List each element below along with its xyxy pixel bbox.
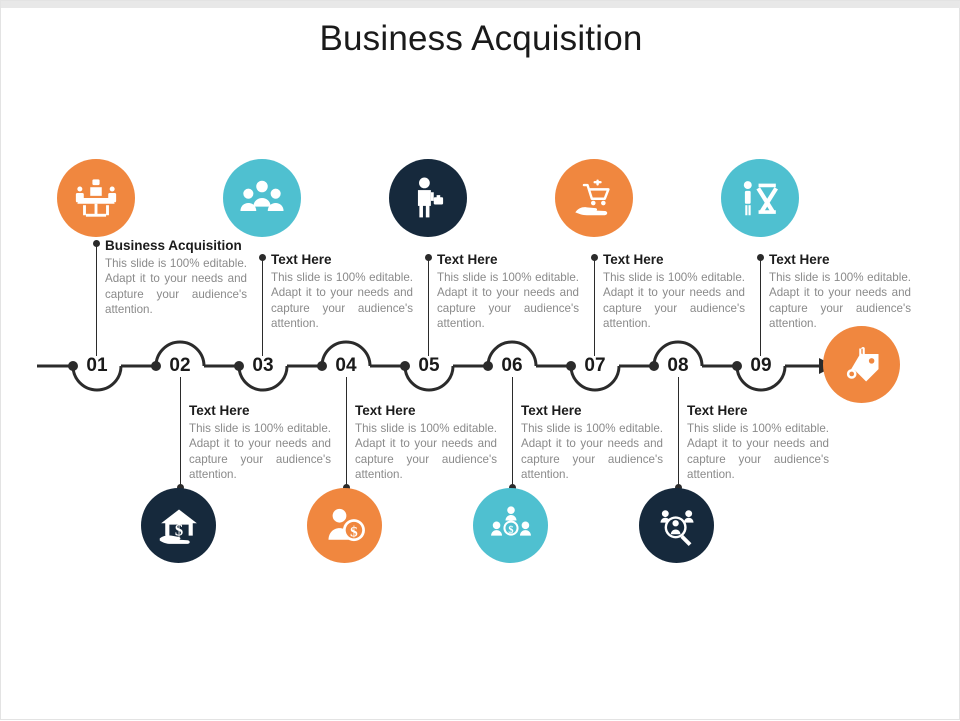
top-icon-circle-3[interactable] xyxy=(389,159,467,237)
top-connector-dot-2 xyxy=(259,254,266,261)
meeting-table-icon xyxy=(73,175,119,221)
top-body-3: This slide is 100% editable. Adapt it to… xyxy=(437,270,579,331)
svg-text:$: $ xyxy=(174,520,182,539)
top-body-1: This slide is 100% editable. Adapt it to… xyxy=(105,256,247,317)
top-text-block-5: Text Here This slide is 100% editable. A… xyxy=(769,252,911,332)
svg-text:$: $ xyxy=(508,524,513,535)
timeline-number-08: 08 xyxy=(667,355,689,376)
top-heading-4: Text Here xyxy=(603,252,664,267)
top-connector-dot-3 xyxy=(425,254,432,261)
bottom-body-3: This slide is 100% editable. Adapt it to… xyxy=(521,421,663,482)
bottom-icon-circle-1[interactable]: $ xyxy=(141,488,216,563)
timeline-number-05: 05 xyxy=(418,355,440,376)
top-band xyxy=(1,1,960,8)
top-connector-3 xyxy=(428,257,430,356)
bottom-connector-dot-3 xyxy=(509,484,516,491)
bottom-heading-4: Text Here xyxy=(687,403,748,418)
top-body-4: This slide is 100% editable. Adapt it to… xyxy=(603,270,745,331)
top-connector-4 xyxy=(594,257,596,356)
bottom-heading-2: Text Here xyxy=(355,403,416,418)
top-body-2: This slide is 100% editable. Adapt it to… xyxy=(271,270,413,331)
bottom-connector-dot-2 xyxy=(343,484,350,491)
bottom-connector-dot-4 xyxy=(675,484,682,491)
timeline-number-09: 09 xyxy=(750,355,772,376)
timeline-number-01: 01 xyxy=(86,355,108,376)
top-body-5: This slide is 100% editable. Adapt it to… xyxy=(769,270,911,331)
team-dollar-hierarchy-icon: $ xyxy=(489,504,533,548)
bottom-connector-2 xyxy=(346,377,348,487)
top-heading-1: Business Acquisition xyxy=(105,238,242,253)
top-heading-5: Text Here xyxy=(769,252,830,267)
top-text-block-3: Text Here This slide is 100% editable. A… xyxy=(437,252,579,332)
top-connector-dot-5 xyxy=(757,254,764,261)
bottom-body-4: This slide is 100% editable. Adapt it to… xyxy=(687,421,829,482)
bottom-icon-circle-3[interactable]: $ xyxy=(473,488,548,563)
group-people-icon xyxy=(239,175,285,221)
bottom-heading-3: Text Here xyxy=(521,403,582,418)
bottom-icon-circle-2[interactable]: $ xyxy=(307,488,382,563)
person-dollar-coin-icon: $ xyxy=(323,504,367,548)
svg-text:$: $ xyxy=(350,524,358,540)
top-connector-5 xyxy=(760,257,762,356)
top-icon-circle-4[interactable] xyxy=(555,159,633,237)
top-connector-1 xyxy=(96,243,98,356)
timeline-number-02: 02 xyxy=(169,355,191,376)
timeline-number-03: 03 xyxy=(252,355,274,376)
top-heading-2: Text Here xyxy=(271,252,332,267)
price-tag-icon xyxy=(840,343,884,387)
person-scissors-icon xyxy=(737,175,783,221)
top-heading-3: Text Here xyxy=(437,252,498,267)
top-icon-circle-2[interactable] xyxy=(223,159,301,237)
top-icon-circle-1[interactable] xyxy=(57,159,135,237)
bottom-text-block-1: Text Here This slide is 100% editable. A… xyxy=(189,403,331,483)
top-connector-dot-1 xyxy=(93,240,100,247)
bottom-connector-4 xyxy=(678,377,680,487)
top-icon-circle-5[interactable] xyxy=(721,159,799,237)
magnifier-people-search-icon xyxy=(655,504,699,548)
top-text-block-4: Text Here This slide is 100% editable. A… xyxy=(603,252,745,332)
bottom-body-2: This slide is 100% editable. Adapt it to… xyxy=(355,421,497,482)
timeline-number-04: 04 xyxy=(335,355,357,376)
top-text-block-1: Business Acquisition This slide is 100% … xyxy=(105,238,247,318)
bottom-text-block-3: Text Here This slide is 100% editable. A… xyxy=(521,403,663,483)
bottom-connector-3 xyxy=(512,377,514,487)
hand-shopping-cart-icon xyxy=(571,175,617,221)
top-connector-dot-4 xyxy=(591,254,598,261)
bottom-text-block-4: Text Here This slide is 100% editable. A… xyxy=(687,403,829,483)
bottom-connector-dot-1 xyxy=(177,484,184,491)
timeline-number-07: 07 xyxy=(584,355,606,376)
bottom-heading-1: Text Here xyxy=(189,403,250,418)
bottom-connector-1 xyxy=(180,377,182,487)
bottom-icon-circle-4[interactable] xyxy=(639,488,714,563)
timeline-end-marker[interactable] xyxy=(823,326,900,403)
timeline-path xyxy=(37,340,835,392)
bottom-text-block-2: Text Here This slide is 100% editable. A… xyxy=(355,403,497,483)
timeline-number-06: 06 xyxy=(501,355,523,376)
page-title: Business Acquisition xyxy=(319,19,643,58)
top-text-block-2: Text Here This slide is 100% editable. A… xyxy=(271,252,413,332)
top-connector-2 xyxy=(262,257,264,356)
hand-house-dollar-icon: $ xyxy=(157,504,201,548)
businessman-briefcase-icon xyxy=(405,175,451,221)
bottom-body-1: This slide is 100% editable. Adapt it to… xyxy=(189,421,331,482)
